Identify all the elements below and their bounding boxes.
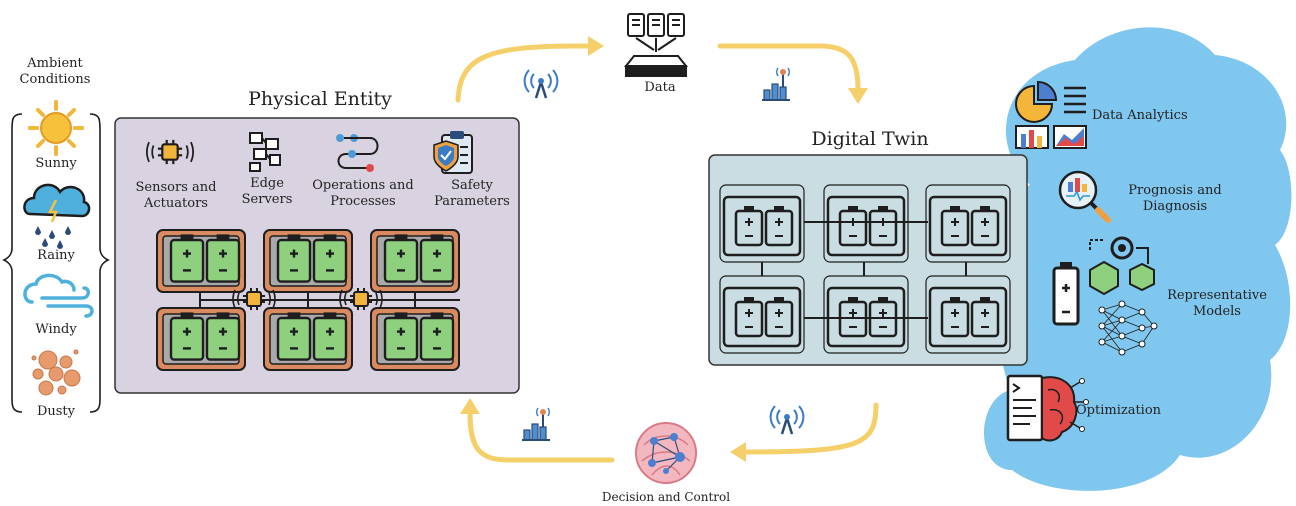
physical-battery-grid — [156, 229, 460, 371]
decision-control-label: Decision and Control — [601, 490, 731, 504]
cloud-item-label: Data Analytics — [1092, 108, 1188, 123]
sun-icon — [28, 100, 84, 156]
wireless-signal-icon — [523, 68, 559, 100]
ambient-condition-label: Sunny — [35, 156, 77, 171]
decision-brain-icon — [635, 422, 697, 484]
signal-bars-icon — [521, 407, 551, 441]
ambient-condition-label: Windy — [35, 322, 77, 337]
physical-item-label: Safety Parameters — [434, 178, 510, 209]
physical-item-label: Edge Servers — [241, 176, 293, 207]
ambient-bracket — [2, 113, 110, 413]
physical-entity-title: Physical Entity — [248, 88, 392, 110]
physical-item-label: Operations and Processes — [312, 178, 414, 209]
ambient-condition-label: Dusty — [36, 404, 76, 419]
brain-code-icon — [1006, 374, 1089, 442]
wireless-signal-icon — [769, 404, 805, 436]
cloud-item-label: Optimization — [1076, 403, 1162, 418]
twin-battery-grid — [719, 184, 1011, 354]
safety-clipboard-icon — [433, 131, 473, 174]
analytics-dashboard-icon — [1015, 80, 1087, 149]
data-documents-icon — [623, 13, 689, 77]
physical-item-label: Sensors and Actuators — [135, 180, 217, 211]
arrow-data-to-twin — [717, 43, 861, 93]
ambient-conditions-title: Ambient Conditions — [19, 56, 91, 87]
wind-icon — [23, 273, 94, 318]
digital-twin-title: Digital Twin — [811, 128, 929, 150]
cloud-item-label: Prognosis and Diagnosis — [1128, 183, 1222, 214]
neural-network-icon — [1098, 300, 1158, 356]
arrow-twin-to-decision — [742, 402, 879, 455]
rain-cloud-icon — [23, 183, 91, 249]
arrow-physical-to-data — [455, 43, 593, 103]
model-gears-icon — [1052, 236, 1155, 326]
magnifier-chart-icon — [1058, 170, 1111, 223]
arrow-decision-to-physical — [467, 409, 615, 463]
edge-server-icon — [249, 132, 281, 172]
flow-arrows — [455, 43, 879, 463]
digital-twin-panel — [708, 154, 1028, 366]
signal-bars-icon — [761, 67, 791, 101]
process-flow-icon — [336, 134, 379, 172]
dust-icon — [31, 349, 81, 396]
data-label: Data — [644, 80, 676, 95]
ambient-condition-label: Rainy — [37, 248, 75, 263]
arrow-heads — [460, 36, 868, 462]
cloud-item-label: Representative Models — [1167, 288, 1267, 319]
